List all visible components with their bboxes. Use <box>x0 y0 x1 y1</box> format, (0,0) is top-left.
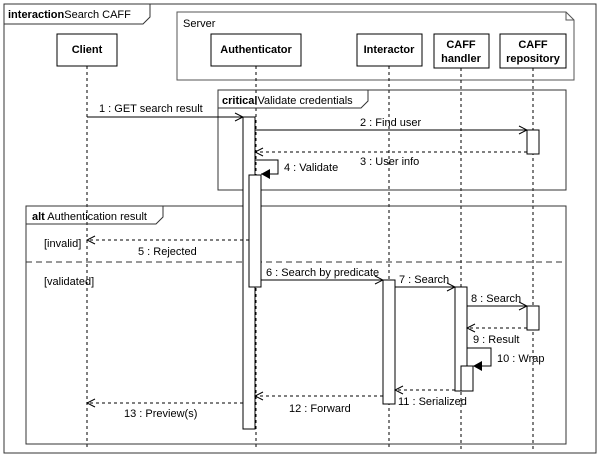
caff-handler-label-line1: CAFF <box>446 39 476 51</box>
msg-9-label: 9 : Result <box>473 334 519 346</box>
interactor-activation <box>382 279 396 405</box>
guard-invalid: [invalid] <box>44 238 81 250</box>
authenticator-self-activation <box>248 174 262 288</box>
caff-repository-label-line2: repository <box>506 53 561 65</box>
msg-8-label: 8 : Search <box>471 293 521 305</box>
client-label: Client <box>72 44 103 56</box>
server-label: Server <box>183 18 216 30</box>
msg-1-label: 1 : GET search result <box>99 103 203 115</box>
msg-3-label: 3 : User info <box>360 156 419 168</box>
message-labels: 1 : GET search result 2 : Find user 3 : … <box>99 103 545 420</box>
msg-4-label: 4 : Validate <box>284 162 338 174</box>
msg-12-label: 12 : Forward <box>289 403 351 415</box>
interaction-frame: interactionSearch CAFF <box>3 3 597 454</box>
msg-10-arrow <box>467 347 492 371</box>
lifeline-client[interactable]: Client <box>56 33 118 67</box>
caff-handler-label-line2: handler <box>441 53 481 65</box>
repository-activation-2 <box>526 305 540 331</box>
lifeline-authenticator[interactable]: Authenticator <box>210 33 302 67</box>
lifeline-dashes <box>86 66 534 450</box>
handler-self-activation <box>460 365 474 392</box>
lifeline-caff-handler[interactable]: CAFF handler <box>433 33 490 69</box>
frame-title: interactionSearch CAFF <box>8 9 131 21</box>
message-arrows <box>87 117 527 403</box>
lifeline-caff-repository[interactable]: CAFF repository <box>499 33 567 69</box>
msg-6-label: 6 : Search by predicate <box>266 267 379 279</box>
activation-bars <box>242 116 540 430</box>
msg-7-label: 7 : Search <box>399 274 449 286</box>
msg-11-label: 11 : Serialized <box>398 396 467 408</box>
caff-repository-label-line1: CAFF <box>518 39 548 51</box>
msg-13-label: 13 : Preview(s) <box>124 408 197 420</box>
guard-validated: [validated] <box>44 276 94 288</box>
msg-5-label: 5 : Rejected <box>138 246 197 258</box>
alt-fragment-title: alt Authentication result <box>32 211 147 223</box>
alt-fragment: alt Authentication result [invalid] [val… <box>25 205 567 445</box>
msg-10-label: 10 : Wrap <box>497 353 545 365</box>
msg-4-arrow <box>255 159 279 179</box>
interactor-label: Interactor <box>364 44 415 56</box>
critical-fragment: criticalValidate credentials <box>217 89 567 191</box>
critical-fragment-title: criticalValidate credentials <box>222 95 353 107</box>
msg-2-label: 2 : Find user <box>360 117 421 129</box>
lifeline-interactor[interactable]: Interactor <box>356 33 423 67</box>
authenticator-label: Authenticator <box>220 44 292 56</box>
repository-activation-1 <box>526 129 540 155</box>
